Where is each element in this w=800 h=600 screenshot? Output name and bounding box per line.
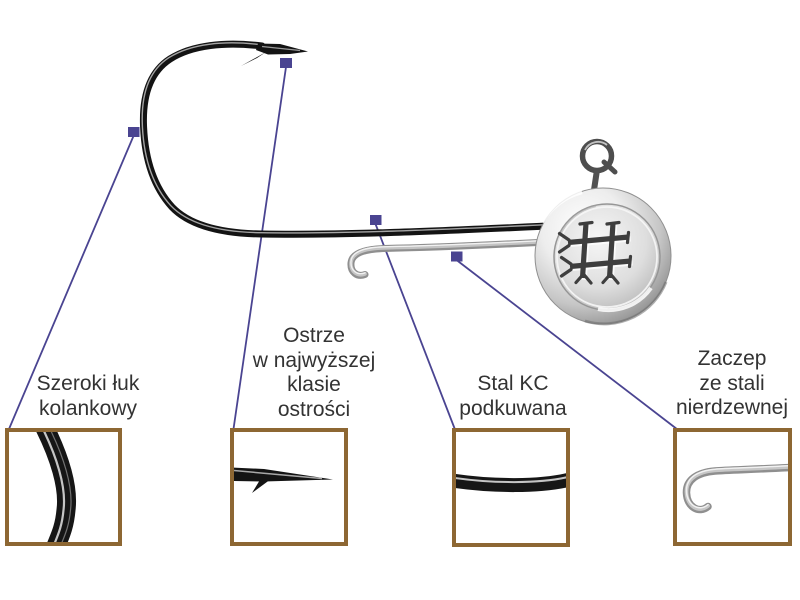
line-tie-eyelet (579, 138, 618, 191)
hook-barb (241, 52, 266, 66)
callout-marker-steel (370, 215, 382, 225)
callout-lines (8, 66, 679, 431)
hook-wire (139, 40, 552, 238)
detail-box-keeper (673, 428, 792, 546)
detail-box-point (230, 428, 348, 546)
bait-keeper-wire (347, 238, 552, 279)
hash-arrows-logo (557, 220, 633, 285)
callout-marker-keeper (451, 251, 463, 262)
callout-line-point (232, 66, 287, 430)
ball-face-shade (559, 205, 597, 236)
hook-wire-highlight (141, 42, 547, 234)
callout-label-steel: Stal KC podkuwana (459, 372, 567, 420)
hook-point (241, 43, 308, 66)
callout-label-point: Ostrze w najwyższej klasie ostrości (252, 324, 376, 421)
callout-marker-bend (128, 127, 140, 137)
detail-box-bend (5, 428, 122, 546)
ball-face-groove (556, 206, 658, 308)
detail-point-drawing (234, 467, 333, 493)
detail-steel-drawing (456, 473, 566, 493)
ball-rim-shadow (584, 281, 668, 326)
detail-bend-drawing (36, 432, 77, 542)
hook-point-highlight (261, 45, 301, 52)
detail-box-steel (452, 428, 570, 547)
callout-markers (128, 58, 463, 262)
ball-face-shine (597, 286, 653, 313)
jig-head-ball (534, 187, 672, 326)
callout-label-keeper: Zaczep ze stali nierdzewnej (675, 347, 789, 419)
callout-line-bend (8, 135, 135, 430)
ball-rim-highlight (540, 189, 583, 224)
hook-wire-path (139, 40, 552, 238)
detail-keeper-drawing (682, 463, 788, 514)
callout-line-keeper (455, 259, 679, 431)
callout-line-steel (374, 223, 456, 430)
callout-label-bend: Szeroki łuk kolankowy (36, 372, 140, 420)
callout-marker-point (280, 58, 292, 68)
